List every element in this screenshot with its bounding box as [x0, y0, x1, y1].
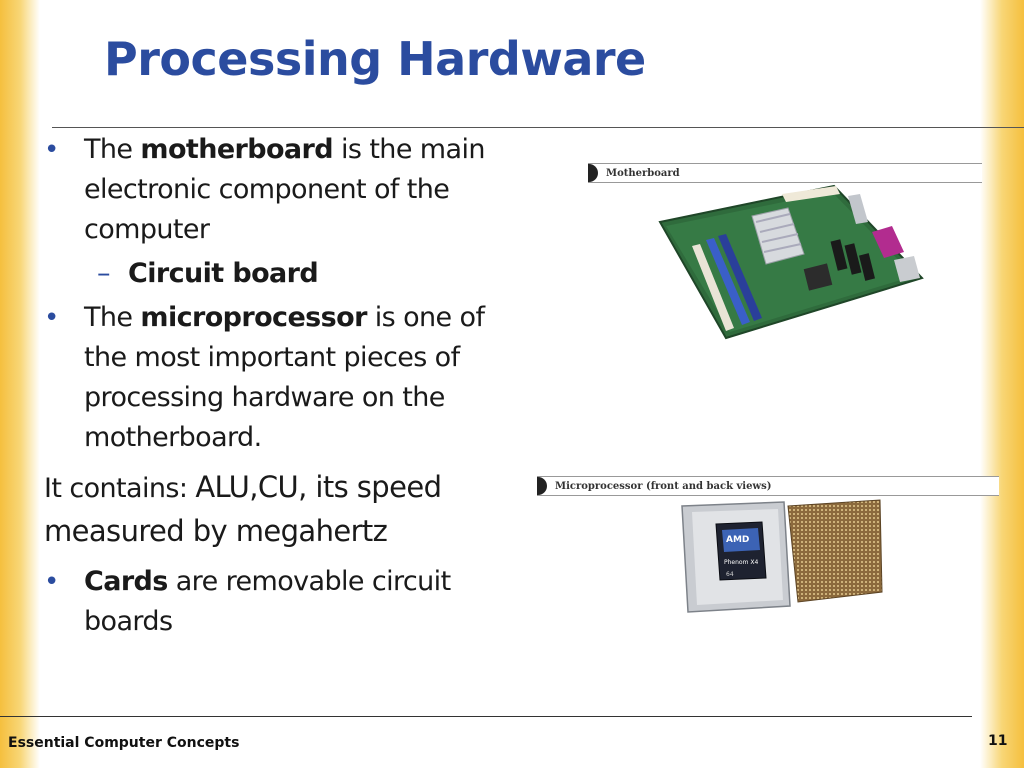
paragraph-pre: It contains: [44, 473, 196, 504]
bullet-text-pre: The [84, 134, 141, 165]
bullet-microprocessor: • The microprocessor is one of the most … [44, 298, 514, 458]
bullet-term-microprocessor: microprocessor [140, 302, 367, 333]
chip-badge-text: 64 [726, 571, 734, 578]
subbullet-term: Circuit board [128, 258, 319, 289]
caption-tab-icon [537, 477, 547, 495]
motherboard-icon [658, 184, 924, 340]
bullet-text-post: are removable circuit boards [84, 566, 451, 637]
slide-body: • The motherboard is the main electronic… [44, 130, 514, 642]
footer-course-title: Essential Computer Concepts [8, 735, 240, 751]
footer-divider [0, 716, 972, 717]
paragraph-contains: It contains: ALU,CU, its speed measured … [44, 466, 514, 554]
chip-model-text: Phenom X4 [724, 559, 758, 566]
caption-tab-icon [588, 164, 598, 182]
paragraph-detail: ALU,CU, its speed measured by megahertz [44, 470, 442, 548]
motherboard-image [656, 182, 924, 340]
dash-icon: – [97, 258, 111, 289]
bullet-cards: • Cards are removable circuit boards [44, 562, 514, 642]
right-gold-edge [980, 0, 1024, 768]
left-gold-edge [0, 0, 40, 768]
bullet-dot-icon: • [44, 567, 59, 597]
bullet-term-motherboard: motherboard [140, 134, 333, 165]
processor-caption: Microprocessor (front and back views) [555, 480, 772, 492]
bullet-term-cards: Cards [84, 566, 168, 597]
bullet-dot-icon: • [44, 135, 59, 165]
bullet-text-post: is the main electronic component of the … [84, 134, 485, 245]
subbullet-circuit-board: – Circuit board [44, 254, 514, 294]
slide-title: Processing Hardware [104, 32, 646, 86]
bullet-text-post: is one of the most important pieces of p… [84, 302, 485, 453]
microprocessor-icon: AMD Phenom X4 64 [681, 499, 883, 613]
bullet-text-pre: The [84, 302, 141, 333]
processor-image: AMD Phenom X4 64 [680, 496, 886, 614]
motherboard-caption-bar: Motherboard [588, 163, 982, 183]
motherboard-caption: Motherboard [606, 167, 680, 179]
page-number: 11 [988, 733, 1008, 749]
processor-caption-bar: Microprocessor (front and back views) [537, 476, 999, 496]
bullet-motherboard: • The motherboard is the main electronic… [44, 130, 514, 250]
title-divider [52, 127, 1024, 128]
chip-brand-text: AMD [726, 535, 749, 545]
bullet-dot-icon: • [44, 303, 59, 333]
